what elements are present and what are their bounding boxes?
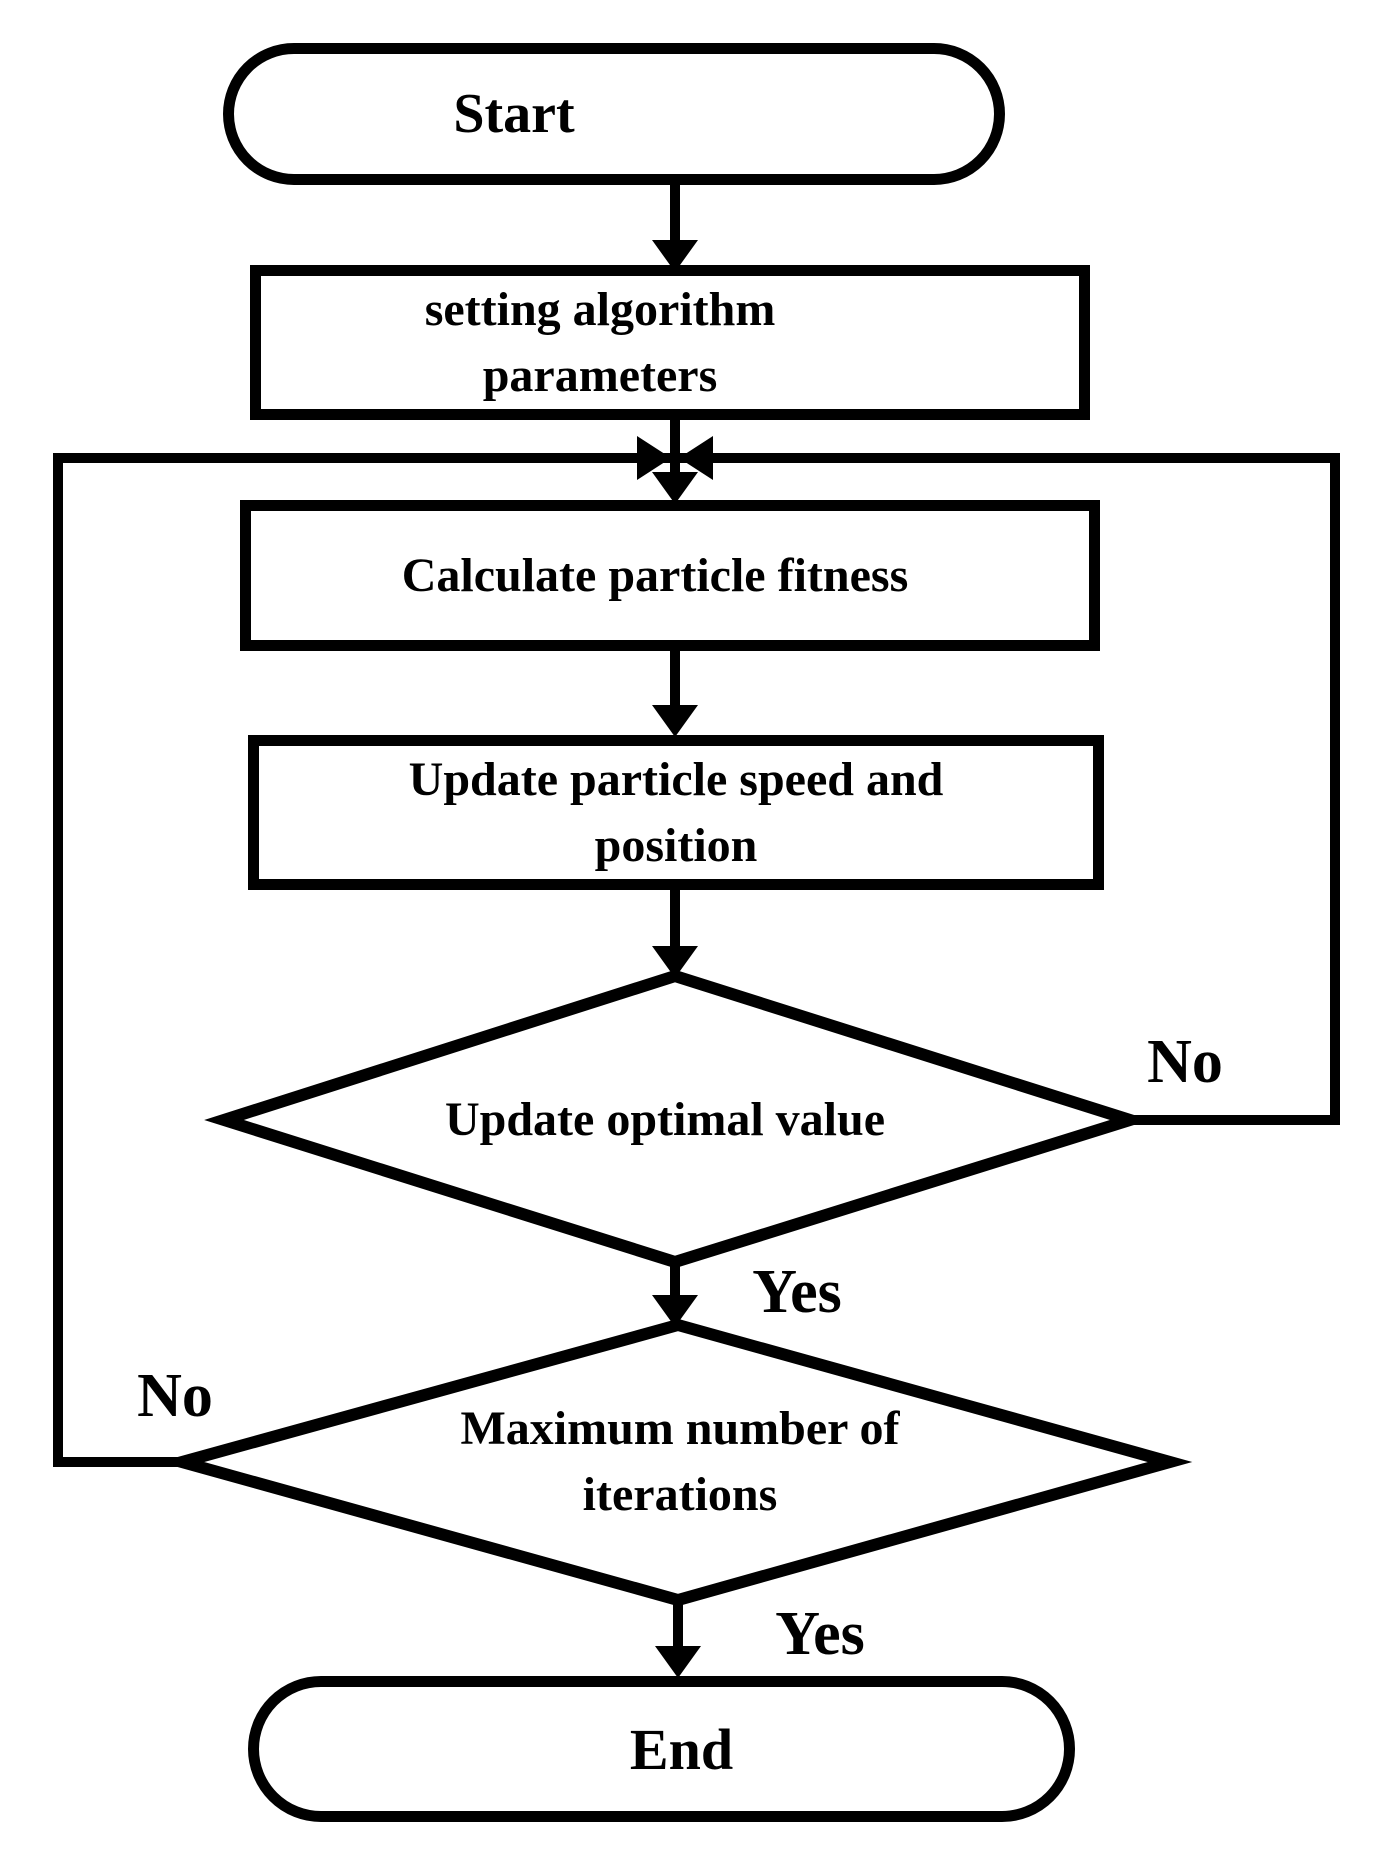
arrow-params-to-fitness-head — [652, 472, 698, 504]
max-iterations-label: Maximum number of iterations — [460, 1396, 899, 1528]
max-iterations-label-line2: iterations — [582, 1468, 778, 1521]
diamond-update-optimal — [204, 969, 1151, 1269]
optimal-no-label: No — [1147, 1027, 1223, 1096]
optimal-yes-label: Yes — [752, 1257, 842, 1326]
set-params-label-line2: parameters — [482, 348, 718, 402]
loop-right-merge-head — [679, 436, 713, 480]
max-iterations-label-box: Maximum number of iterations — [290, 1396, 1070, 1528]
update-optimal-label-box: Update optimal value — [280, 1085, 1070, 1155]
loop-left-merge-head — [637, 436, 671, 480]
max-iterations-label-line1: Maximum number of — [460, 1402, 900, 1455]
start-label: Start — [453, 83, 575, 145]
update-speed-label-line2: position — [594, 818, 758, 872]
loop-left-line — [53, 458, 182, 1467]
end-node: End — [248, 1676, 1075, 1822]
update-optimal-label: Update optimal value — [444, 1093, 885, 1146]
loop-right-line — [1130, 458, 1340, 1125]
update-speed-label-line1: Update particle speed and — [408, 752, 944, 806]
arrow-optimal-to-iterations-head — [652, 1295, 698, 1327]
update-speed-node: Update particle speed and position — [248, 735, 1104, 890]
calc-fitness-node: Calculate particle fitness — [240, 500, 1100, 651]
calc-fitness-label: Calculate particle fitness — [401, 549, 909, 602]
arrow-speed-to-optimal-head — [652, 946, 698, 978]
set-params-node: setting algorithm parameters — [250, 265, 1090, 420]
arrow-fitness-to-speed-head — [652, 705, 698, 737]
iterations-yes-label: Yes — [775, 1599, 865, 1668]
set-params-label-line1: setting algorithm — [424, 282, 776, 336]
update-speed-label: Update particle speed and position — [409, 747, 944, 879]
set-params-label: setting algorithm parameters — [425, 277, 776, 409]
iterations-no-label: No — [137, 1361, 213, 1430]
diamond-max-iterations — [159, 1318, 1193, 1607]
arrow-iterations-to-end-head — [655, 1646, 701, 1678]
end-label: End — [629, 1716, 734, 1782]
arrow-start-to-params-head — [652, 240, 698, 272]
start-node: Start — [223, 43, 1005, 185]
